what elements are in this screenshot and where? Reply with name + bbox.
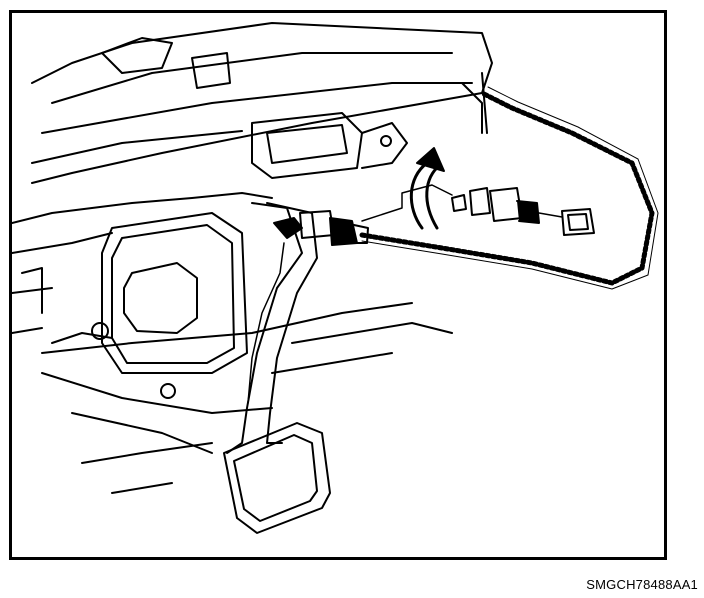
figure-code: SMGCH78488AA1 bbox=[586, 577, 698, 592]
pedal-arm bbox=[226, 202, 318, 454]
stop-lamp-switch-removed bbox=[361, 184, 563, 224]
lower-panel bbox=[41, 302, 453, 494]
brake-pedal-switch-illustration bbox=[12, 22, 659, 534]
figure-frame bbox=[9, 10, 667, 560]
brake-booster bbox=[91, 212, 248, 399]
removal-arrow bbox=[409, 147, 445, 230]
harness-connector bbox=[561, 208, 595, 236]
wiring-harness bbox=[359, 86, 659, 290]
stop-lamp-switch-installed bbox=[273, 210, 369, 246]
pedal-wire bbox=[247, 242, 285, 404]
pedal-pad bbox=[223, 422, 331, 534]
dash-panel bbox=[31, 22, 493, 184]
